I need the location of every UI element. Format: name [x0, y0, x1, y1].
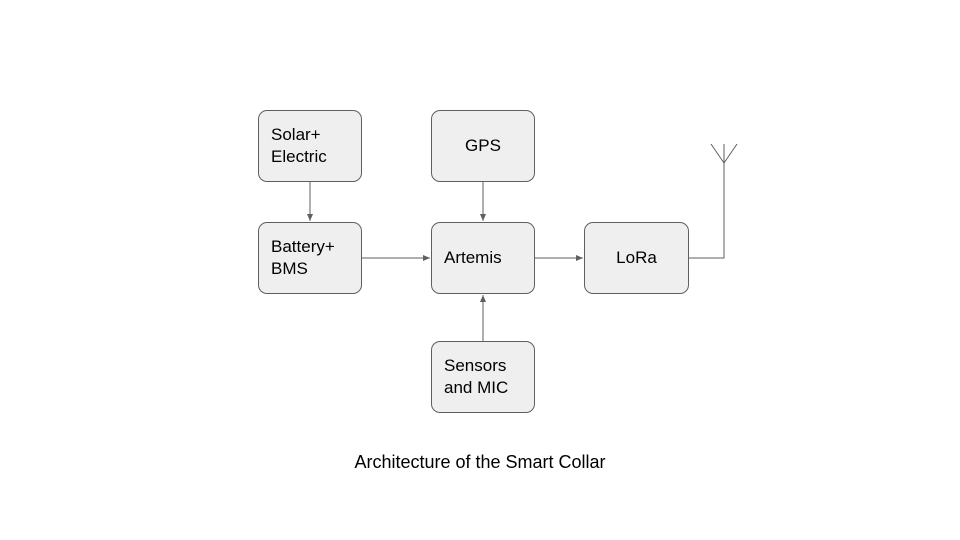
sensors-mic-label: Sensors and MIC [444, 356, 509, 397]
lora-label: LoRa [616, 248, 657, 267]
diagram-caption: Architecture of the Smart Collar [354, 452, 606, 472]
battery-bms-label: Battery+ BMS [271, 237, 335, 278]
solar-electric-block: Solar+ Electric [258, 110, 362, 182]
lora-block: LoRa [584, 222, 689, 294]
sensors-mic-block: Sensors and MIC [431, 341, 535, 413]
solar-electric-label: Solar+ Electric [271, 125, 327, 166]
lora-antenna-wire [689, 163, 725, 259]
battery-bms-block: Battery+ BMS [258, 222, 362, 294]
gps-label: GPS [465, 136, 501, 155]
artemis-block: Artemis [431, 222, 535, 294]
gps-block: GPS [431, 110, 535, 182]
antenna-icon [710, 143, 738, 164]
artemis-label: Artemis [444, 248, 502, 267]
